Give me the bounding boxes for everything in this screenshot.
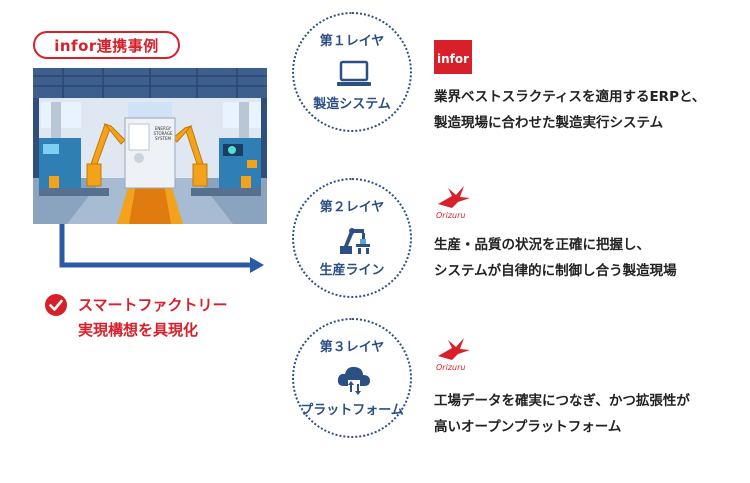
layer-2-name: 生産ライン <box>319 263 385 278</box>
infor-logo: infor <box>434 40 472 78</box>
infor-logo-text: infor <box>437 52 469 66</box>
layer-1-name: 製造システム <box>313 97 391 112</box>
goal-line-1: スマートファクトリー <box>78 296 228 314</box>
smart-factory-goal: スマートファクトリー 実現構想を具現化 <box>44 293 228 343</box>
layer-1-circle: 第１レイヤ 製造システム <box>292 12 412 132</box>
orizuru-logo-2-text: Orizuru <box>436 363 465 372</box>
layer-1-title: 第１レイヤ <box>319 34 385 49</box>
cloud-sync-icon <box>337 366 370 396</box>
orizuru-logo-2: Orizuru <box>434 338 482 376</box>
layer-2-description: 生産・品質の状況を正確に把握し、 システムが自律的に制御し合う製造現場 <box>434 232 677 284</box>
robot-arm-icon <box>340 228 370 254</box>
layer-3-desc-line-1: 工場データを確実につなぎ、かつ拡張性が <box>434 393 690 409</box>
layer-2-desc-line-1: 生産・品質の状況を正確に把握し、 <box>434 237 650 253</box>
layer-1-desc-line-2: 製造現場に合わせた製造実行システム <box>434 115 664 131</box>
layer-1-desc-line-1: 業界ベストスラクティスを適用するERPと、 <box>434 89 706 105</box>
goal-line-2: 実現構想を具現化 <box>78 321 199 339</box>
layer-3-desc-line-2: 高いオープンプラットフォーム <box>434 419 622 435</box>
layer-1-description: 業界ベストスラクティスを適用するERPと、 製造現場に合わせた製造実行システム <box>434 84 705 136</box>
laptop-icon <box>337 60 371 86</box>
cabinet-text-2: STORAGE <box>153 131 173 136</box>
cabinet-text-3: SYSTEM <box>155 136 171 141</box>
layer-2-circle: 第２レイヤ 生産ライン <box>292 178 412 298</box>
orizuru-logo-1: Orizuru <box>434 186 482 224</box>
infor-case-tag: infor連携事例 <box>33 31 180 59</box>
layer-2-title: 第２レイヤ <box>319 200 385 215</box>
layer-3-circle: 第３レイヤ プラットフォーム <box>292 318 412 438</box>
layer-3-name: プラットフォーム <box>300 403 404 418</box>
orizuru-logo-1-text: Orizuru <box>436 211 465 220</box>
layer-2-desc-line-2: システムが自律的に制御し合う製造現場 <box>434 263 677 279</box>
layer-3-title: 第３レイヤ <box>319 340 385 355</box>
check-circle-icon <box>45 294 67 316</box>
factory-illustration: ENERGY STORAGE SYSTEM <box>33 68 267 224</box>
layer-3-description: 工場データを確実につなぎ、かつ拡張性が 高いオープンプラットフォーム <box>434 388 690 440</box>
cabinet-text-1: ENERGY <box>155 126 172 131</box>
